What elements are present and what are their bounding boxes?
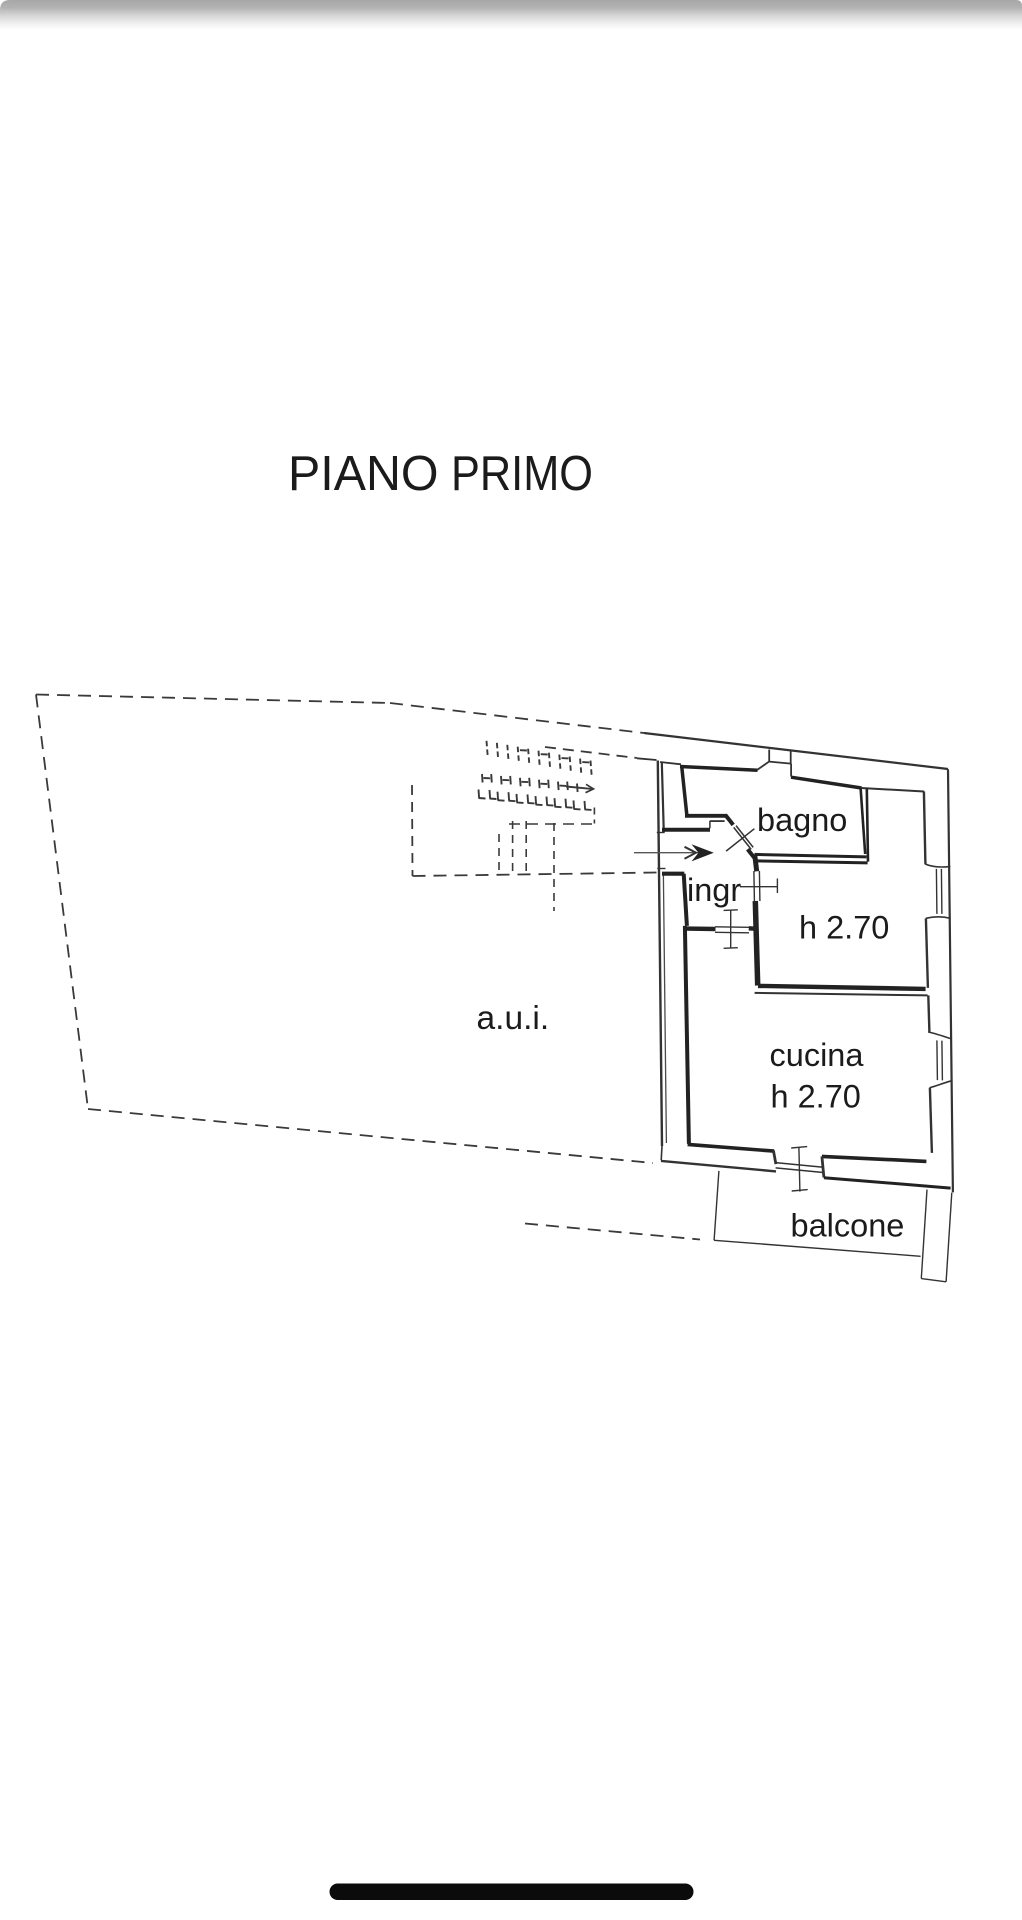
svg-text:h 2.70: h 2.70 [771,1079,861,1115]
svg-text:PIANO: PIANO [288,446,439,501]
svg-text:PRIMO: PRIMO [451,446,593,501]
svg-text:ingr: ingr [687,872,741,908]
svg-text:bagno: bagno [757,802,847,838]
svg-text:h 2.70: h 2.70 [799,910,889,946]
svg-text:balcone: balcone [791,1208,905,1244]
svg-text:cucina: cucina [770,1037,865,1073]
svg-text:a.u.i.: a.u.i. [477,1000,550,1037]
